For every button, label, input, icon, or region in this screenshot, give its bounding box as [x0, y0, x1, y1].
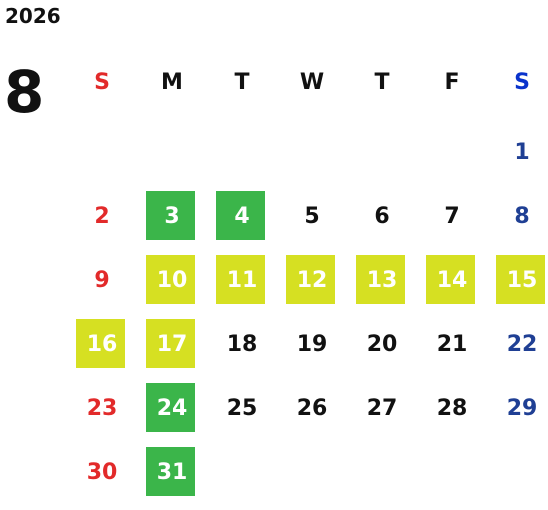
weekday-header-4: T — [374, 69, 390, 95]
day-number: 16 — [86, 331, 118, 357]
day-number: 25 — [226, 395, 258, 421]
day-highlight-yellow — [496, 255, 545, 304]
day-highlight-yellow — [216, 255, 265, 304]
day-number: 20 — [366, 331, 398, 357]
day-cell[interactable]: 22 — [487, 312, 548, 376]
day-cell[interactable]: 1 — [487, 120, 548, 184]
day-cell[interactable]: 30 — [67, 440, 137, 504]
day-cell[interactable]: 25 — [207, 376, 277, 440]
day-highlight-yellow — [426, 255, 475, 304]
day-number: 4 — [234, 203, 250, 229]
day-highlight-yellow — [286, 255, 335, 304]
day-number: 24 — [156, 395, 188, 421]
weekday-header-2: T — [234, 69, 250, 95]
day-cell[interactable]: 19 — [277, 312, 347, 376]
day-number: 29 — [506, 395, 538, 421]
day-highlight-yellow — [146, 319, 195, 368]
day-highlight-green — [146, 447, 195, 496]
day-number: 27 — [366, 395, 398, 421]
day-cell[interactable]: 18 — [207, 312, 277, 376]
day-cell[interactable]: 24 — [137, 376, 207, 440]
day-number: 18 — [226, 331, 258, 357]
day-number: 12 — [296, 267, 328, 293]
day-number: 26 — [296, 395, 328, 421]
day-cell[interactable]: 2 — [67, 184, 137, 248]
day-number: 3 — [164, 203, 180, 229]
day-cell[interactable]: 15 — [487, 248, 548, 312]
day-highlight-yellow — [146, 255, 195, 304]
weekday-header-6: S — [514, 69, 530, 95]
day-number: 10 — [156, 267, 188, 293]
day-number: 13 — [366, 267, 398, 293]
day-cell[interactable]: 23 — [67, 376, 137, 440]
weekday-header-1: M — [161, 69, 183, 95]
day-number: 19 — [296, 331, 328, 357]
day-cell[interactable]: 13 — [347, 248, 417, 312]
day-cell[interactable]: 8 — [487, 184, 548, 248]
day-cell[interactable]: 4 — [207, 184, 277, 248]
weekday-header-3: W — [299, 69, 325, 95]
day-number: 6 — [374, 203, 390, 229]
day-number: 17 — [156, 331, 188, 357]
day-number: 28 — [436, 395, 468, 421]
day-highlight-yellow — [356, 255, 405, 304]
day-number: 15 — [506, 267, 538, 293]
day-number: 8 — [514, 203, 530, 229]
day-number: 22 — [506, 331, 538, 357]
day-cell[interactable]: 28 — [417, 376, 487, 440]
day-cell[interactable]: 7 — [417, 184, 487, 248]
day-number: 5 — [304, 203, 320, 229]
day-number: 14 — [436, 267, 468, 293]
day-cell[interactable]: 12 — [277, 248, 347, 312]
day-cell[interactable]: 31 — [137, 440, 207, 504]
day-number: 30 — [86, 459, 118, 485]
weekday-header-5: F — [444, 69, 460, 95]
day-number: 1 — [514, 139, 530, 165]
day-number: 21 — [436, 331, 468, 357]
day-cell[interactable]: 21 — [417, 312, 487, 376]
year-label: 2026 — [5, 4, 61, 28]
day-cell[interactable]: 10 — [137, 248, 207, 312]
day-number: 7 — [444, 203, 460, 229]
day-cell[interactable]: 29 — [487, 376, 548, 440]
day-cell[interactable]: 14 — [417, 248, 487, 312]
day-highlight-green — [146, 191, 195, 240]
day-number: 23 — [86, 395, 118, 421]
day-cell[interactable]: 9 — [67, 248, 137, 312]
day-cell[interactable]: 11 — [207, 248, 277, 312]
weekday-header-0: S — [94, 69, 110, 95]
month-label: 8 — [4, 58, 45, 126]
day-cell[interactable]: 3 — [137, 184, 207, 248]
day-highlight-yellow — [76, 319, 125, 368]
day-cell[interactable]: 6 — [347, 184, 417, 248]
day-cell[interactable]: 17 — [137, 312, 207, 376]
day-cell[interactable]: 16 — [67, 312, 137, 376]
day-cell[interactable]: 20 — [347, 312, 417, 376]
day-cell[interactable]: 27 — [347, 376, 417, 440]
day-cell[interactable]: 5 — [277, 184, 347, 248]
day-number: 9 — [94, 267, 110, 293]
day-highlight-green — [146, 383, 195, 432]
day-number: 31 — [156, 459, 188, 485]
day-number: 2 — [94, 203, 110, 229]
day-cell[interactable]: 26 — [277, 376, 347, 440]
day-number: 11 — [226, 267, 258, 293]
day-highlight-green — [216, 191, 265, 240]
